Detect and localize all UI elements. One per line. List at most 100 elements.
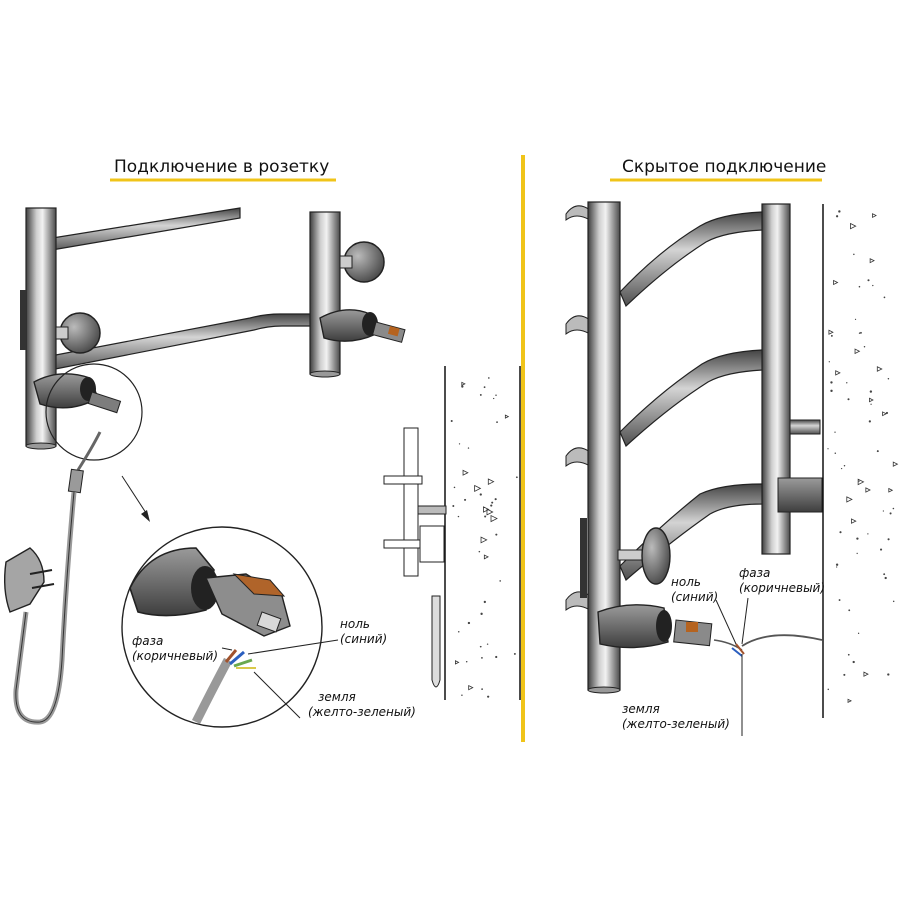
wall-speckle (869, 258, 875, 264)
left-towel-rail (20, 207, 406, 450)
phase-label-right: фаза (коричневый) (739, 566, 825, 596)
neutral-label-right: ноль (синий) (671, 575, 718, 605)
wall-speckle (892, 461, 899, 467)
wall-speckle (856, 552, 858, 555)
wall-speckle (827, 688, 830, 691)
wall-speckle (839, 531, 842, 534)
wall-speckle (479, 645, 482, 648)
wall-speckle (882, 411, 888, 417)
wall-speckle (884, 576, 887, 580)
right-towel-rail (565, 201, 823, 736)
wall-speckle (461, 385, 464, 388)
wall-speckle (827, 448, 829, 450)
wall-speckle (854, 318, 857, 320)
phase-color-text: (коричневый) (739, 581, 826, 595)
wall-speckle (830, 381, 833, 384)
wall-speckle (465, 661, 468, 663)
wall-speckle (461, 381, 466, 387)
wall-speckle (495, 655, 498, 659)
wall-speckle (486, 643, 489, 645)
wall-speckle (481, 656, 483, 659)
power-plug-icon (3, 363, 143, 725)
phase-color-text: (коричневый) (132, 649, 219, 663)
wall-speckle (835, 370, 841, 376)
wall-speckle (484, 515, 487, 518)
wall-speckle (838, 210, 841, 213)
wall-speckle (483, 506, 490, 513)
side-view-left (383, 366, 521, 700)
wall-speckle (833, 279, 839, 286)
wall-speckle (857, 478, 865, 486)
wall-speckle (876, 450, 879, 453)
wall-speckle (850, 222, 857, 230)
wall-texture (450, 210, 899, 704)
wall-speckle (483, 600, 486, 604)
wall-speckle (869, 390, 873, 393)
neutral-color-text: (синий) (671, 590, 719, 604)
wall-speckle (847, 398, 850, 401)
wall-speckle (483, 386, 486, 389)
wall-speckle (854, 348, 861, 355)
wall-speckle (883, 573, 886, 576)
wall-speckle (870, 403, 872, 405)
wall-speckle (494, 498, 497, 501)
wall-speckle (847, 698, 852, 704)
zoom-detail-circle (121, 526, 339, 728)
wall-speckle (863, 345, 866, 348)
wall-speckle (887, 378, 890, 380)
wall-speckle (857, 632, 860, 634)
wall-speckle (860, 331, 862, 334)
wall-speckle (876, 366, 883, 372)
phase-text: фаза (739, 566, 771, 580)
wall-speckle (858, 285, 861, 288)
wall-speckle (480, 612, 483, 615)
wall-speckle (887, 538, 890, 541)
earth-text: земля (318, 690, 356, 704)
wall-speckle (868, 420, 871, 423)
wall-speckle (481, 688, 483, 690)
wall-speckle (865, 487, 871, 493)
wall-speckle (840, 467, 843, 470)
wall-speckle (487, 478, 495, 485)
wall-speckle (883, 296, 886, 299)
wall-speckle (834, 431, 836, 433)
wall-speckle (467, 621, 471, 625)
wall-speckle (455, 660, 460, 665)
wall-speckle (834, 452, 837, 454)
wall-speckle (892, 507, 895, 510)
left-title: Подключение в розетку (114, 157, 330, 177)
wall-speckle (491, 501, 494, 504)
earth-label-left: земля (желто-зеленый) (308, 690, 416, 720)
earth-color-text: (желто-зеленый) (622, 717, 730, 731)
wall-speckle (452, 505, 455, 508)
neutral-label-left: ноль (синий) (340, 617, 387, 647)
wall-speckle (872, 284, 874, 287)
wall-speckle (499, 580, 502, 582)
wall-speckle (480, 536, 488, 544)
wall-speckle (486, 508, 494, 516)
wall-speckle (863, 671, 869, 677)
wall-speckle (458, 443, 461, 445)
wall-speckle (515, 476, 518, 479)
wall-speckle (488, 377, 490, 379)
wall-speckle (493, 397, 495, 400)
neutral-text: ноль (340, 617, 370, 631)
wall-speckle (892, 600, 895, 603)
wall-speckle (453, 486, 456, 489)
wall-speckle (828, 361, 830, 363)
wall-speckle (843, 673, 846, 676)
wall-speckle (828, 329, 834, 335)
neutral-text: ноль (671, 575, 701, 589)
wall-speckle (835, 215, 839, 218)
earth-color-text: (желто-зеленый) (308, 705, 416, 719)
wall-speckle (830, 389, 833, 393)
wall-speckle (846, 496, 853, 503)
wall-speckle (457, 515, 460, 518)
wall-speckle (487, 695, 490, 698)
wall-speckle (882, 510, 885, 512)
wall-speckle (830, 334, 833, 337)
zoom-arrow-icon (121, 475, 150, 522)
wall-speckle (887, 673, 890, 676)
wall-speckle (885, 411, 889, 415)
